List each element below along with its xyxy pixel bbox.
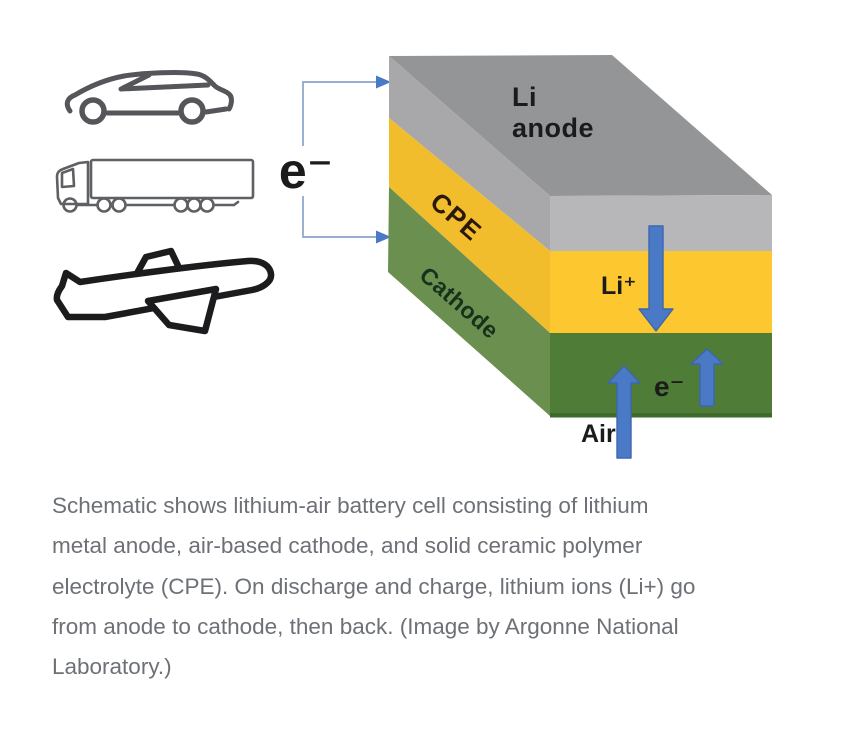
connector-arrowhead-bottom xyxy=(376,230,391,244)
truck-icon xyxy=(55,158,255,213)
electron-external-label: e⁻ xyxy=(273,146,339,196)
truck-cab xyxy=(55,160,90,206)
car-rear-wheel xyxy=(178,97,206,125)
anode-side-face xyxy=(389,56,550,251)
truck-wheel xyxy=(199,197,215,213)
truck-wheel xyxy=(111,197,127,213)
caption-line: Schematic shows lithium-air battery cell… xyxy=(52,493,649,518)
truck-wheel xyxy=(62,197,78,213)
anode-top-face xyxy=(389,55,772,196)
lithium-ion-down-arrow xyxy=(638,225,674,332)
car-front-wheel xyxy=(79,97,107,125)
battery-schematic-figure: e⁻ Li anode CPE Cathode Li⁺ e⁻ Air xyxy=(53,55,772,459)
schematic-artwork xyxy=(53,55,772,459)
flow-arrows xyxy=(607,225,724,459)
truck-axle-lines xyxy=(75,200,240,207)
caption: Schematic shows lithium-air battery cell… xyxy=(52,486,792,687)
air-label: Air xyxy=(581,420,616,448)
caption-line: metal anode, air-based cathode, and soli… xyxy=(52,533,643,559)
caption-line: Laboratory.) xyxy=(52,654,172,680)
air-up-arrow xyxy=(607,365,641,459)
cathode-side-face xyxy=(388,187,550,416)
truck-wheel xyxy=(186,197,202,213)
truck-wheel xyxy=(96,197,112,213)
truck-trailer xyxy=(89,158,255,200)
caption-line: from anode to cathode, then back. (Image… xyxy=(52,613,679,639)
electrolyte-side-face xyxy=(389,118,550,333)
battery-cell xyxy=(388,55,772,418)
cathode-front-face xyxy=(550,333,772,413)
car-rear-line xyxy=(203,106,229,115)
connector-arrowhead-top xyxy=(376,75,391,89)
truck-wheel xyxy=(173,197,189,213)
car-window-line xyxy=(118,82,211,92)
electron-internal-label: e⁻ xyxy=(654,371,685,402)
car-body xyxy=(64,70,234,114)
truck-cab-window xyxy=(60,167,76,189)
car-icon xyxy=(64,70,234,125)
airplane-fuselage xyxy=(53,257,275,321)
car-a-pillar xyxy=(120,72,152,91)
airplane-near-wing xyxy=(144,285,220,335)
li-anode-label: Li anode xyxy=(512,82,595,143)
cathode-bottom-edge xyxy=(550,413,772,418)
anode-front-face xyxy=(550,195,772,251)
electron-up-arrow xyxy=(690,348,724,407)
lithium-ion-label: Li⁺ xyxy=(601,272,637,300)
airplane-icon xyxy=(53,247,275,335)
caption-line: electrolyte (CPE). On discharge and char… xyxy=(52,573,696,599)
